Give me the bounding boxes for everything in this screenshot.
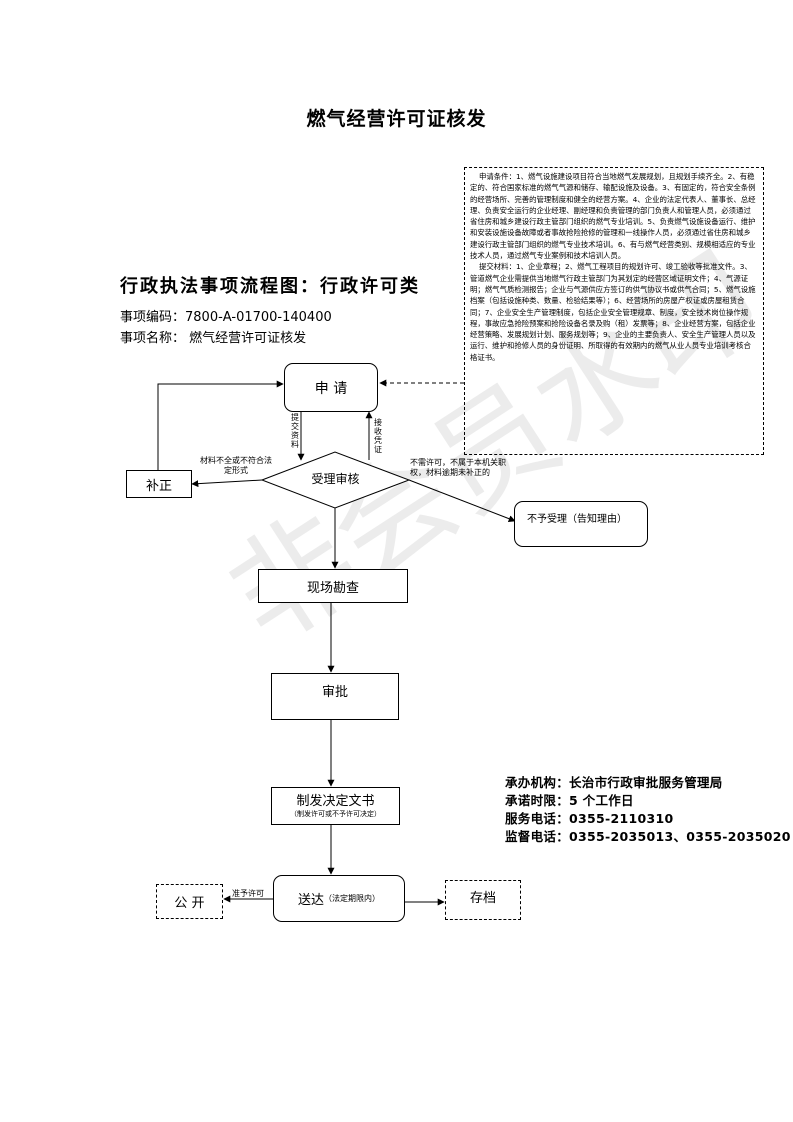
- agency-text: 承办机构：长治市行政审批服务管理局: [505, 775, 723, 790]
- publish-node: 公 开: [156, 884, 223, 919]
- supervise-phone-text: 监督电话：0355-2035013、0355-2035020: [505, 829, 791, 844]
- receive-notice-label: 接收凭证: [374, 418, 382, 454]
- apply-label: 申 请: [314, 380, 348, 397]
- page-title: 燃气经营许可证核发: [306, 108, 487, 130]
- supplement-condition-label: 材料不全或不符合法定形式: [200, 456, 272, 475]
- service-phone-text: 服务电话：0355-2110310: [505, 811, 674, 826]
- approval-node: 审批: [271, 673, 399, 720]
- archive-label: 存档: [469, 891, 496, 906]
- review-label: 受理审核: [311, 472, 360, 486]
- time-limit-text: 承诺时限：5 个工作日: [505, 793, 634, 808]
- issue-document-node: 制发决定文书 （制发许可或不予许可决定）: [271, 787, 400, 825]
- deliver-node: 送达 （法定期限内）: [273, 875, 405, 922]
- arrow-review-to-supplement: [191, 479, 263, 488]
- arrow-supplement-to-apply: [157, 380, 284, 470]
- supplement-node: 补正: [126, 470, 192, 498]
- conditions-box: 申请条件：1、燃气设施建设项目符合当地燃气发展规划，且规划手续齐全。2、有稳定的…: [464, 167, 764, 455]
- requirements-text: 申请条件：1、燃气设施建设项目符合当地燃气发展规划，且规划手续齐全。2、有稳定的…: [470, 172, 756, 261]
- archive-node: 存档: [445, 880, 521, 920]
- reject-node: 不予受理（告知理由）: [514, 501, 648, 547]
- site-inspection-node: 现场勘查: [258, 569, 408, 603]
- issue-document-label: 制发决定文书: [296, 793, 375, 809]
- publish-label: 公 开: [174, 896, 205, 911]
- apply-node: 申 请: [284, 363, 378, 412]
- arrow-review-to-reject: [408, 479, 516, 522]
- reject-condition-label: 不需许可，不属于本机关职权，材料逾期未补正的: [410, 458, 506, 477]
- grant-permit-label: 准予许可: [232, 889, 264, 898]
- materials-text: 提交材料：1、企业章程；2、燃气工程项目的规划许可、竣工验收等批准文件。3、管道…: [470, 262, 756, 362]
- review-diamond-shape: [260, 451, 411, 509]
- site-inspection-label: 现场勘查: [306, 580, 359, 596]
- flowchart-subtitle: 行政执法事项流程图：行政许可类: [120, 276, 420, 297]
- item-name: 事项名称： 燃气经营许可证核发: [120, 331, 307, 346]
- deliver-note: （法定期限内）: [324, 894, 380, 903]
- item-code: 事项编码：7800-A-01700-140400: [120, 310, 332, 325]
- approval-label: 审批: [321, 685, 348, 700]
- deliver-label: 送达: [297, 893, 324, 908]
- supplement-label: 补正: [145, 478, 172, 494]
- reject-label: 不予受理（告知理由）: [527, 514, 627, 525]
- submit-materials-label: 提交资料: [291, 413, 299, 449]
- issue-document-note: （制发许可或不予许可决定）: [290, 809, 381, 818]
